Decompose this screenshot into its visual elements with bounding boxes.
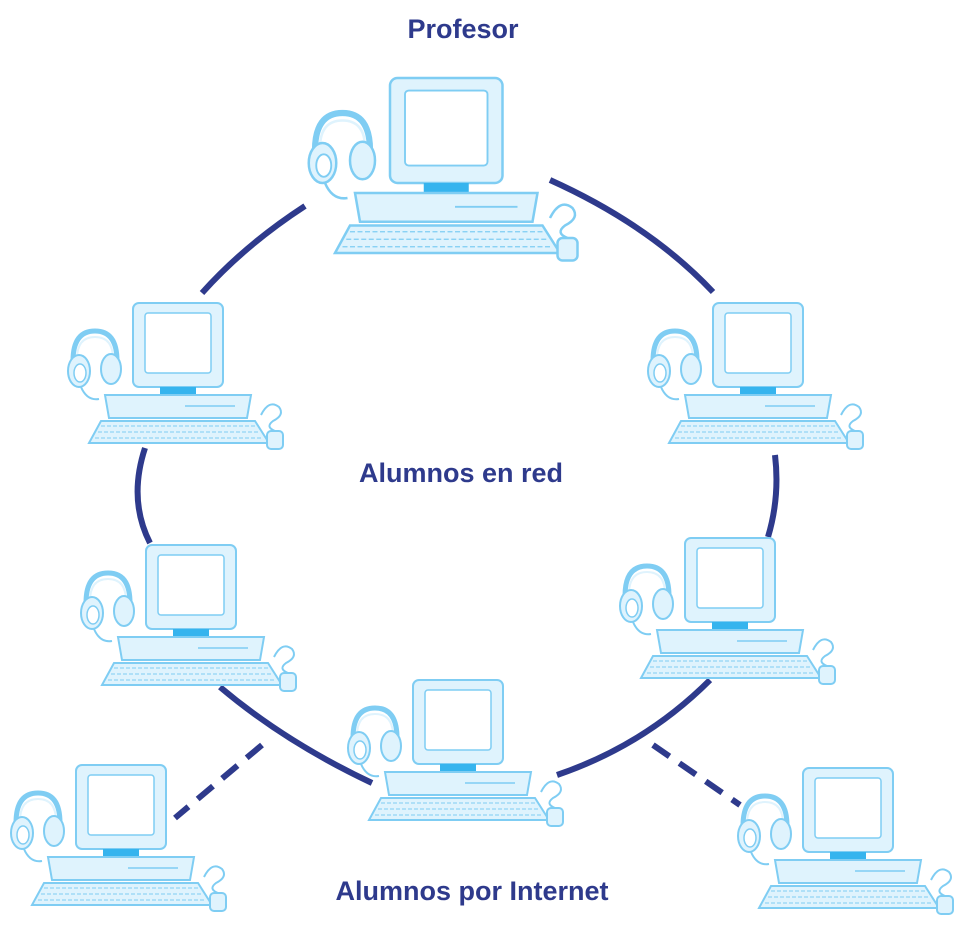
nodes-layer — [10, 76, 954, 915]
monitor-icon — [802, 767, 894, 860]
internet-link-student-bottom-to-internet-right — [651, 742, 742, 808]
workstation-student-right-upper — [647, 302, 864, 450]
keyboard-icon — [30, 882, 214, 906]
headset-icon — [647, 328, 702, 401]
workstation-student-left-lower — [80, 544, 297, 692]
keyboard-icon — [639, 655, 823, 679]
workstation-student-bottom — [347, 679, 564, 827]
workstation-student-right-lower — [619, 537, 836, 685]
network-link-teacher-to-student-right-upper — [548, 177, 716, 295]
teacher-label: Profesor — [407, 14, 519, 44]
headset-icon — [80, 570, 135, 643]
network-link-student-right-lower-to-student-bottom — [556, 677, 713, 778]
computer-case-icon — [116, 636, 266, 661]
mouse-icon — [273, 645, 297, 692]
workstation-internet-left — [10, 764, 227, 912]
monitor-icon — [75, 764, 167, 857]
monitor-icon — [388, 76, 504, 193]
keyboard-icon — [367, 797, 551, 821]
keyboard-icon — [667, 420, 851, 444]
links-layer — [134, 177, 780, 821]
headset-icon — [10, 790, 65, 863]
computer-case-icon — [46, 856, 196, 881]
headset-icon — [737, 793, 792, 866]
monitor-icon — [712, 302, 804, 395]
network-link-student-left-upper-to-student-left-lower — [134, 447, 153, 545]
computer-case-icon — [773, 859, 923, 884]
computer-case-icon — [683, 394, 833, 419]
keyboard-icon — [332, 224, 563, 255]
mouse-icon — [260, 403, 284, 450]
keyboard-icon — [87, 420, 271, 444]
mouse-icon — [548, 203, 579, 262]
mouse-icon — [540, 780, 564, 827]
mouse-icon — [840, 403, 864, 450]
monitor-icon — [684, 537, 776, 630]
computer-case-icon — [353, 191, 539, 223]
headset-icon — [619, 563, 674, 636]
network-link-student-left-lower-to-student-bottom — [218, 684, 374, 786]
headset-icon — [67, 328, 122, 401]
mouse-icon — [812, 638, 836, 685]
keyboard-icon — [100, 662, 284, 686]
network-link-student-right-upper-to-student-right-lower — [765, 454, 780, 538]
keyboard-icon — [757, 885, 941, 909]
computer-case-icon — [383, 771, 533, 796]
monitor-icon — [132, 302, 224, 395]
mouse-icon — [930, 868, 954, 915]
monitor-icon — [145, 544, 237, 637]
network-students-label: Alumnos en red — [358, 458, 564, 488]
workstation-teacher — [307, 76, 579, 262]
monitor-icon — [412, 679, 504, 772]
workstation-student-left-upper — [67, 302, 284, 450]
headset-icon — [307, 109, 377, 200]
internet-link-student-bottom-to-internet-left — [173, 742, 264, 821]
internet-students-label: Alumnos por Internet — [335, 876, 609, 906]
computer-case-icon — [103, 394, 253, 419]
computer-case-icon — [655, 629, 805, 654]
headset-icon — [347, 705, 402, 778]
network-link-teacher-to-student-left-upper — [199, 203, 307, 296]
mouse-icon — [203, 865, 227, 912]
workstation-internet-right — [737, 767, 954, 915]
